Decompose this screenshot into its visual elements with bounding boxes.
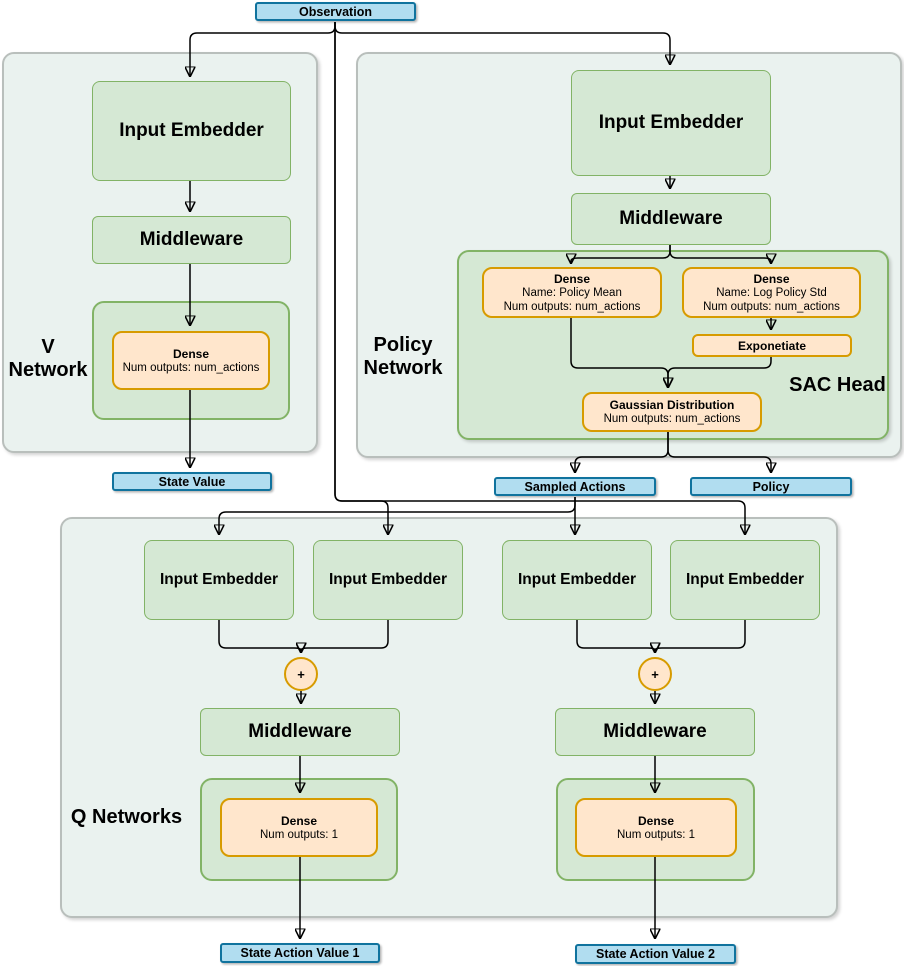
dense-log-policy-std-name: Name: Log Policy Std [716, 286, 827, 299]
dense-log-policy-std-outputs: Num outputs: num_actions [703, 300, 840, 313]
policy-input-embedder-node: Input Embedder [571, 70, 771, 176]
q1-input-embedder-action-node: Input Embedder [313, 540, 463, 620]
q1-dense-title: Dense [280, 813, 318, 828]
dense-log-policy-std-title: Dense [753, 271, 790, 286]
state-action-value-1-node: State Action Value 1 [220, 943, 380, 963]
q2-input-embedder-action-node: Input Embedder [670, 540, 820, 620]
q2-input-embedder-state-node: Input Embedder [502, 540, 652, 620]
state-action-value-2-node: State Action Value 2 [575, 944, 736, 964]
policy-output-node: Policy [690, 477, 852, 496]
observation-node: Observation [255, 2, 416, 21]
q1-dense-subtitle: Num outputs: 1 [260, 828, 338, 841]
v-dense-node: Dense Num outputs: num_actions [112, 331, 270, 390]
q1-middleware-node: Middleware [200, 708, 400, 756]
dense-policy-mean-node: Dense Name: Policy Mean Num outputs: num… [482, 267, 662, 318]
exponentiate-label: Exponetiate [737, 338, 806, 353]
dense-log-policy-std-node: Dense Name: Log Policy Std Num outputs: … [682, 267, 861, 318]
gaussian-distribution-node: Gaussian Distribution Num outputs: num_a… [582, 392, 762, 432]
q2-dense-subtitle: Num outputs: 1 [617, 828, 695, 841]
gaussian-title: Gaussian Distribution [609, 398, 735, 412]
dense-policy-mean-title: Dense [553, 271, 591, 286]
dense-policy-mean-outputs: Num outputs: num_actions [503, 300, 641, 313]
sac-head-title: SAC Head [789, 374, 886, 396]
q1-input-embedder-state-node: Input Embedder [144, 540, 294, 620]
policy-network-title: Policy Network [363, 334, 443, 379]
v-dense-subtitle: Num outputs: num_actions [122, 361, 260, 374]
v-input-embedder-node: Input Embedder [92, 81, 291, 181]
v-middleware-node: Middleware [92, 216, 291, 264]
v-dense-title: Dense [172, 346, 210, 361]
exponentiate-node: Exponetiate [692, 334, 852, 357]
q2-sum-node: + [638, 657, 672, 691]
q1-dense-node: Dense Num outputs: 1 [220, 798, 378, 857]
q-networks-title: Q Networks [70, 806, 183, 828]
state-value-node: State Value [112, 472, 272, 491]
sampled-actions-node: Sampled Actions [494, 477, 656, 496]
q1-sum-node: + [284, 657, 318, 691]
q2-middleware-node: Middleware [555, 708, 755, 756]
dense-policy-mean-name: Name: Policy Mean [522, 286, 622, 299]
q2-dense-title: Dense [637, 813, 675, 828]
q2-dense-node: Dense Num outputs: 1 [575, 798, 737, 857]
gaussian-subtitle: Num outputs: num_actions [603, 413, 741, 425]
policy-middleware-node: Middleware [571, 193, 771, 245]
v-network-title: V Network [8, 336, 88, 381]
